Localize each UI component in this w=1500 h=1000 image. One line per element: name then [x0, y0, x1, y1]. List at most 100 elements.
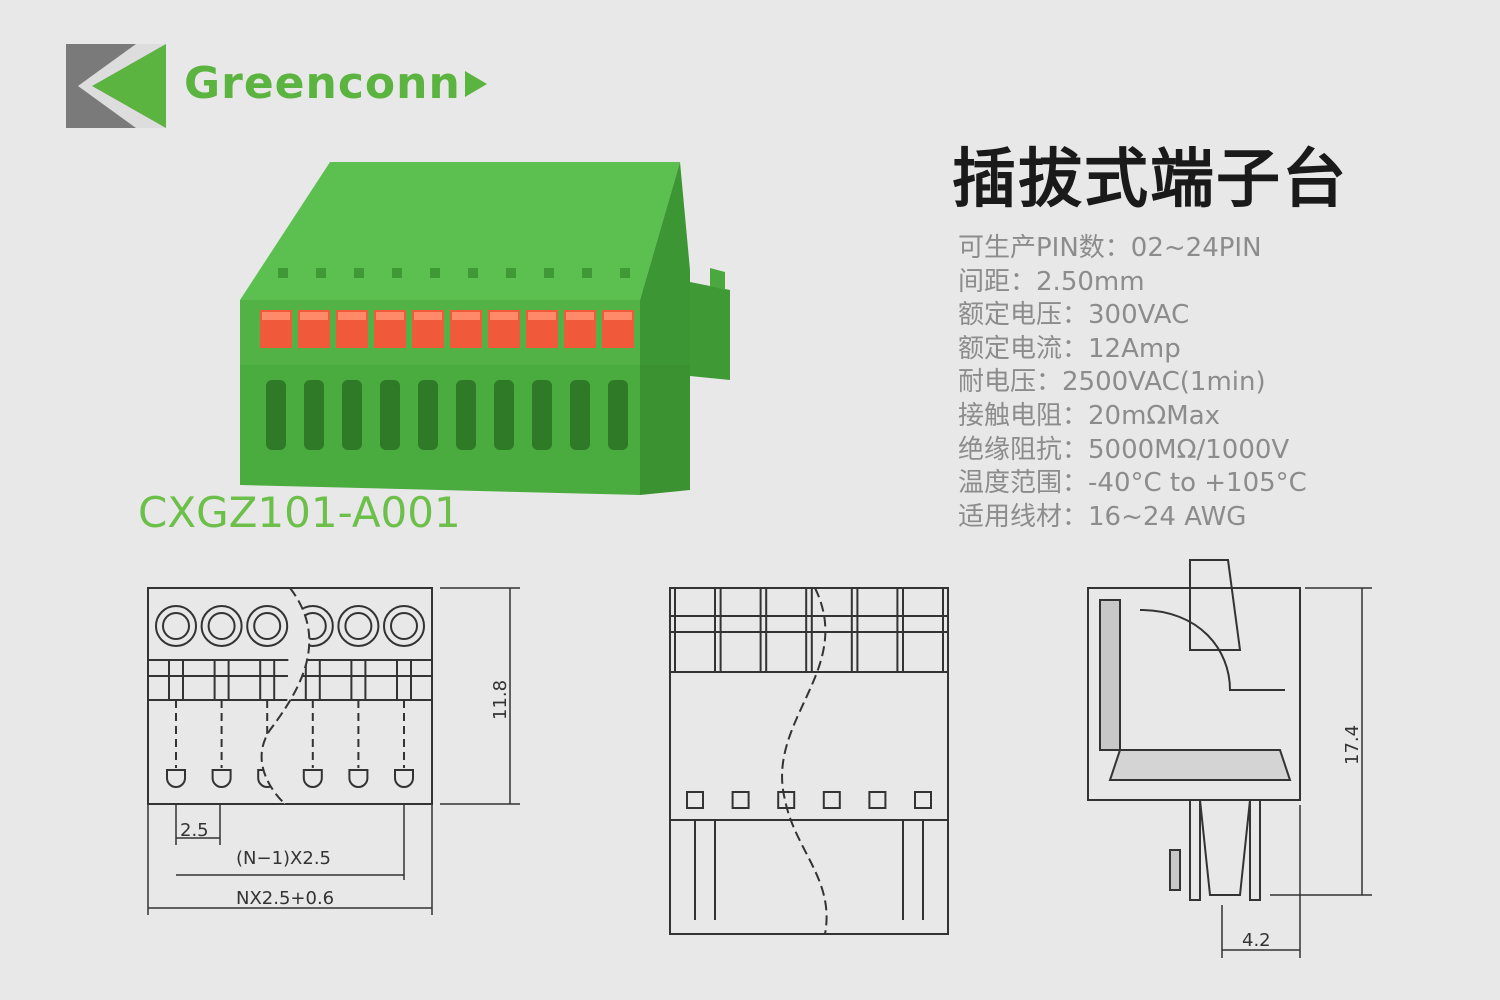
product-image — [240, 162, 730, 495]
terminal-circle-inner — [162, 612, 190, 640]
dim-side-height: 17.4 — [1342, 725, 1363, 765]
terminal-circle-inner — [390, 612, 418, 640]
top-slot — [468, 268, 478, 278]
logo-mark-icon — [66, 44, 166, 128]
spec-label: 接触电阻： — [958, 400, 1089, 431]
wire-hole — [266, 380, 286, 450]
terminal-circle — [383, 605, 425, 647]
terminal-circle-inner — [344, 612, 373, 640]
spec-value: -40°C to +105°C — [1088, 468, 1307, 499]
pin-outline — [211, 769, 232, 788]
spec-value: 12Amp — [1088, 333, 1181, 364]
release-button-highlight — [376, 312, 404, 320]
wire-hole — [418, 380, 438, 450]
spec-value: 2500VAC(1min) — [1062, 367, 1266, 398]
wire-hole — [304, 380, 324, 450]
module-column — [719, 587, 762, 673]
spec-label: 适用线材： — [958, 501, 1089, 532]
spec-label: 间距： — [958, 266, 1037, 297]
spec-value: 02~24PIN — [1130, 233, 1262, 263]
module-window — [822, 791, 841, 809]
terminal-tab — [396, 659, 412, 701]
release-button-highlight — [452, 312, 480, 320]
module-column — [674, 587, 716, 673]
terminal-circle — [200, 605, 243, 647]
spec-row: 可生产PIN数：02~24PIN — [958, 232, 1307, 266]
spec-label: 温度范围： — [958, 468, 1089, 499]
terminal-circle — [246, 605, 289, 647]
terminal-tab — [168, 659, 184, 701]
wire-hole — [342, 380, 362, 450]
spec-value: 20mΩMax — [1088, 400, 1221, 431]
arrow-right-icon — [464, 70, 487, 97]
wire-hole — [608, 380, 628, 450]
terminal-circle-inner — [253, 612, 282, 640]
spec-label: 耐电压： — [958, 367, 1063, 398]
release-button-highlight — [528, 312, 556, 320]
spec-row: 间距：2.50mm — [958, 266, 1307, 300]
module-column — [765, 587, 808, 673]
release-button-highlight — [604, 312, 632, 320]
spec-label: 可生产PIN数： — [958, 233, 1131, 263]
dim-side-width: 4.2 — [1242, 930, 1271, 951]
top-slot — [278, 268, 288, 278]
side-section-drawing: 17.4 4.2 — [1087, 559, 1372, 958]
brand-logo: Greenconn — [184, 58, 487, 109]
spec-row: 额定电流：12Amp — [958, 333, 1307, 367]
terminal-tab — [259, 659, 276, 701]
module-column — [902, 587, 944, 673]
top-slot — [506, 268, 516, 278]
top-view-drawing — [669, 587, 949, 935]
pin-outline — [348, 769, 369, 788]
pin-outline — [166, 769, 186, 788]
spec-row: 耐电压：2500VAC(1min) — [958, 366, 1307, 400]
terminal-circle — [337, 605, 380, 647]
spec-row: 适用线材：16~24 AWG — [958, 501, 1307, 535]
spec-row: 温度范围：-40°C to +105°C — [958, 467, 1307, 501]
top-slot — [316, 268, 326, 278]
module-window — [731, 791, 750, 809]
terminal-tab — [304, 659, 321, 701]
page-title: 插拔式端子台 — [952, 143, 1348, 217]
spec-row: 额定电压：300VAC — [958, 299, 1307, 333]
release-button-highlight — [490, 312, 518, 320]
top-slot — [620, 268, 630, 278]
spec-value: 300VAC — [1088, 300, 1190, 331]
spec-row: 接触电阻：20mΩMax — [958, 400, 1307, 434]
spec-label: 额定电压： — [958, 300, 1089, 331]
terminal-tab — [350, 659, 367, 701]
release-button-highlight — [338, 312, 366, 320]
dim-height: 11.8 — [490, 680, 511, 720]
spec-value: 2.50mm — [1036, 266, 1145, 297]
dim-pitch: 2.5 — [180, 820, 209, 841]
spec-label: 额定电流： — [958, 333, 1089, 364]
release-button-highlight — [300, 312, 328, 320]
pin-outline — [302, 769, 323, 788]
module-window — [686, 791, 704, 809]
wire-hole — [456, 380, 476, 450]
wire-hole — [494, 380, 514, 450]
dim-total: NX2.5+0.6 — [236, 888, 334, 909]
wire-hole — [532, 380, 552, 450]
terminal-circle-inner — [207, 612, 236, 640]
spec-label: 绝缘阻抗： — [958, 434, 1089, 465]
top-slot — [392, 268, 402, 278]
release-button-highlight — [262, 312, 290, 320]
front-view-drawing: 2.5 (N−1)X2.5 NX2.5+0.6 11.8 — [147, 587, 520, 915]
module-column — [810, 587, 853, 673]
brand-name: Greenconn — [184, 58, 461, 109]
wire-hole — [570, 380, 590, 450]
module-column — [856, 587, 899, 673]
spec-value: 5000MΩ/1000V — [1088, 434, 1290, 465]
pin-outline — [394, 769, 414, 788]
dim-span: (N−1)X2.5 — [236, 848, 331, 869]
spec-row: 绝缘阻抗：5000MΩ/1000V — [958, 434, 1307, 468]
top-slot — [430, 268, 440, 278]
release-button-highlight — [566, 312, 594, 320]
model-number: CXGZ101-A001 — [138, 488, 461, 537]
release-button-highlight — [414, 312, 442, 320]
spec-value: 16~24 AWG — [1088, 501, 1247, 532]
module-window — [914, 791, 932, 809]
module-window — [868, 791, 887, 809]
terminal-circle — [155, 605, 197, 647]
